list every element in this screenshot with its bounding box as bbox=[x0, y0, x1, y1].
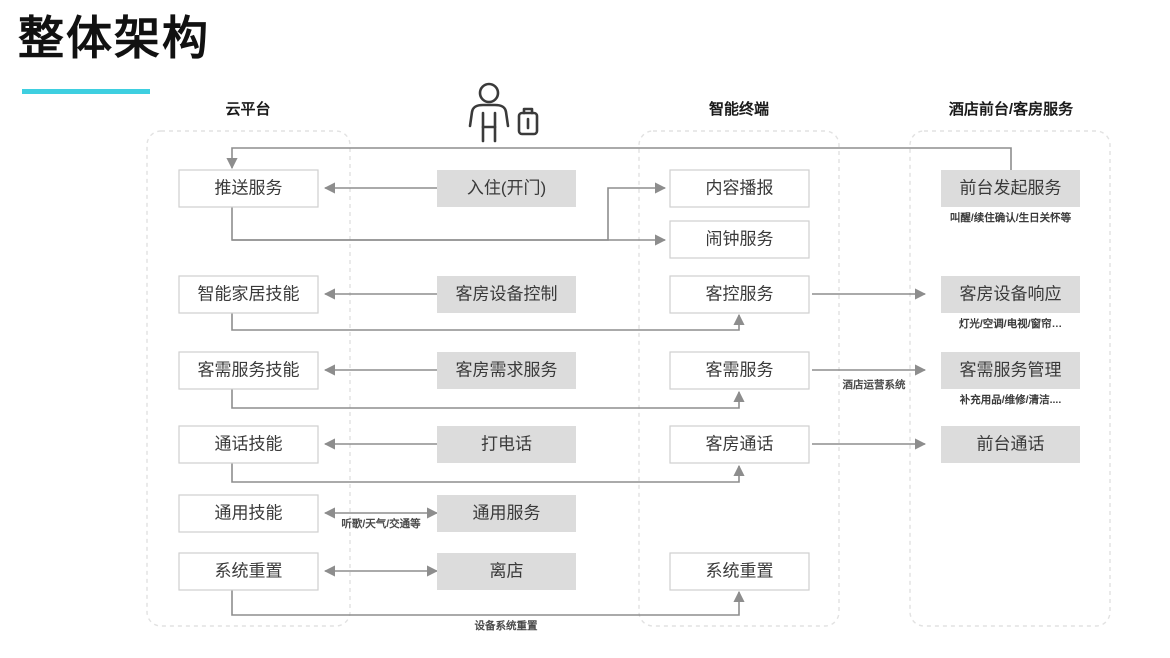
node-checkout-label: 离店 bbox=[490, 561, 524, 580]
node-alarm-service[interactable]: 闹钟服务 bbox=[669, 220, 810, 259]
page-title: 整体架构 bbox=[18, 12, 210, 64]
edge-callskill-to-roomcall bbox=[231, 462, 745, 483]
node-room-device-response[interactable]: 客房设备响应 bbox=[941, 276, 1080, 313]
node-alarm-service-label: 闹钟服务 bbox=[706, 229, 774, 248]
edge-demandskill-to-demandsvc bbox=[231, 388, 745, 409]
node-smarthome-skill-label: 智能家居技能 bbox=[198, 284, 300, 303]
node-content-broadcast-label: 内容播报 bbox=[706, 178, 774, 197]
node-general-service-label: 通用服务 bbox=[473, 503, 541, 522]
edge-frontdesk-to-push bbox=[226, 147, 1012, 171]
node-demand-service-management[interactable]: 客需服务管理 bbox=[941, 352, 1080, 389]
edge-label-hotel-ops-system: 酒店运营系统 bbox=[843, 378, 906, 391]
column-header-terminal: 智能终端 bbox=[709, 100, 769, 118]
node-general-skill-label: 通用技能 bbox=[215, 503, 283, 522]
node-room-device-control-label: 客房设备控制 bbox=[456, 284, 558, 303]
node-frontdesk-initiated-service-label: 前台发起服务 bbox=[960, 178, 1062, 197]
node-system-reset-terminal[interactable]: 系统重置 bbox=[669, 552, 810, 591]
node-room-control-service[interactable]: 客控服务 bbox=[669, 275, 810, 314]
edge-cloudreset-to-terminalreset bbox=[231, 590, 745, 616]
node-call-skill[interactable]: 通话技能 bbox=[178, 425, 319, 464]
node-room-device-response-sub: 灯光/空调/电视/窗帘… bbox=[959, 317, 1062, 330]
node-room-control-service-label: 客控服务 bbox=[706, 284, 774, 303]
node-system-reset-terminal-label: 系统重置 bbox=[706, 561, 774, 580]
node-room-demand-service[interactable]: 客房需求服务 bbox=[437, 352, 576, 389]
node-make-call[interactable]: 打电话 bbox=[437, 426, 576, 463]
node-frontdesk-call-label: 前台通话 bbox=[977, 434, 1045, 453]
lane-hotel bbox=[909, 130, 1111, 627]
node-frontdesk-initiated-service[interactable]: 前台发起服务 bbox=[941, 170, 1080, 207]
node-general-skill[interactable]: 通用技能 bbox=[178, 494, 319, 533]
node-demand-service-management-label: 客需服务管理 bbox=[960, 360, 1062, 379]
node-system-reset-cloud[interactable]: 系统重置 bbox=[178, 552, 319, 591]
title-accent-rule bbox=[22, 89, 150, 94]
node-guest-demand-service-label: 客需服务 bbox=[706, 360, 774, 379]
node-push-service-label: 推送服务 bbox=[215, 178, 283, 197]
node-frontdesk-initiated-service-sub: 叫醒/续住确认/生日关怀等 bbox=[950, 211, 1072, 224]
node-room-demand-service-label: 客房需求服务 bbox=[456, 360, 558, 379]
node-demand-service-skill[interactable]: 客需服务技能 bbox=[178, 351, 319, 390]
person-with-luggage-icon bbox=[468, 82, 539, 143]
node-room-device-response-label: 客房设备响应 bbox=[960, 284, 1062, 303]
node-frontdesk-call[interactable]: 前台通话 bbox=[941, 426, 1080, 463]
node-push-service[interactable]: 推送服务 bbox=[178, 169, 319, 208]
node-checkin-opendoor[interactable]: 入住(开门) bbox=[437, 170, 576, 207]
lane-terminal bbox=[638, 130, 840, 627]
node-system-reset-cloud-label: 系统重置 bbox=[215, 561, 283, 580]
node-content-broadcast[interactable]: 内容播报 bbox=[669, 169, 810, 208]
node-demand-service-management-sub: 补充用品/维修/清洁.... bbox=[959, 393, 1062, 406]
node-room-call[interactable]: 客房通话 bbox=[669, 425, 810, 464]
node-checkout[interactable]: 离店 bbox=[437, 553, 576, 590]
node-general-service[interactable]: 通用服务 bbox=[437, 495, 576, 532]
node-checkin-opendoor-label: 入住(开门) bbox=[467, 178, 546, 197]
node-demand-service-skill-label: 客需服务技能 bbox=[198, 360, 300, 379]
node-guest-demand-service[interactable]: 客需服务 bbox=[669, 351, 810, 390]
column-header-cloud: 云平台 bbox=[225, 100, 270, 118]
node-smarthome-skill[interactable]: 智能家居技能 bbox=[178, 275, 319, 314]
edge-label-device-system-reset: 设备系统重置 bbox=[475, 619, 538, 632]
node-call-skill-label: 通话技能 bbox=[215, 434, 283, 453]
node-make-call-label: 打电话 bbox=[481, 434, 532, 453]
node-room-call-label: 客房通话 bbox=[706, 434, 774, 453]
column-header-hotel: 酒店前台/客房服务 bbox=[949, 100, 1074, 118]
edge-smarthome-to-roomctrl bbox=[231, 312, 745, 331]
edge-label-general-examples: 听歌/天气/交通等 bbox=[341, 517, 421, 530]
node-room-device-control[interactable]: 客房设备控制 bbox=[437, 276, 576, 313]
